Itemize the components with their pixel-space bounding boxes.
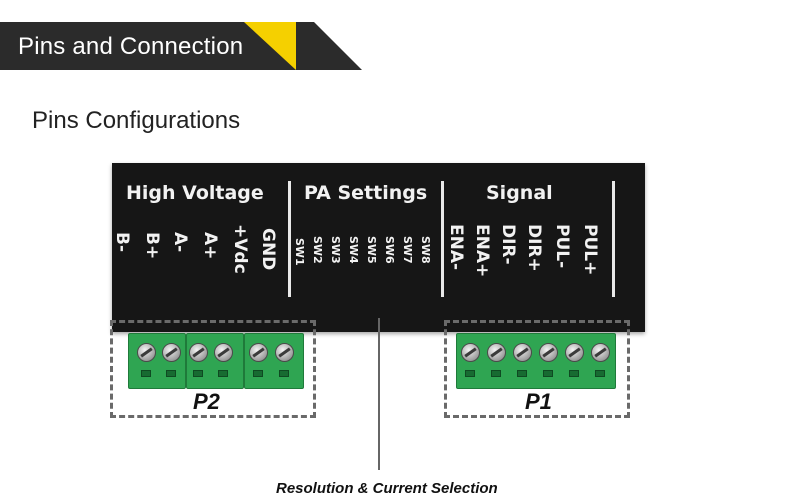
switch-label-sw2: SW2 xyxy=(311,236,324,264)
switch-label-sw7: SW7 xyxy=(401,236,414,264)
switch-label-sw8: SW8 xyxy=(419,236,432,264)
wire-slot xyxy=(569,370,579,377)
pin-label-b-plus: B+ xyxy=(142,232,162,260)
wire-slot xyxy=(543,370,553,377)
group-label-high-voltage: High Voltage xyxy=(126,182,264,204)
terminal-screw-icon xyxy=(214,343,233,362)
terminal-screw-icon xyxy=(162,343,181,362)
pin-label-vdc: +Vdc xyxy=(230,224,250,274)
terminal-screw-icon xyxy=(275,343,294,362)
pin-label-dir-plus: DIR+ xyxy=(524,224,544,272)
terminal-screw-icon xyxy=(539,343,558,362)
divider-2 xyxy=(441,181,444,297)
group-label-pa-settings: PA Settings xyxy=(304,182,428,204)
wire-slot xyxy=(517,370,527,377)
connector-p2-outline xyxy=(110,320,316,418)
terminal-screw-icon xyxy=(591,343,610,362)
dip-switch-caption: Resolution & Current Selection xyxy=(276,480,498,497)
wire-slot xyxy=(491,370,501,377)
wire-slot xyxy=(193,370,203,377)
driver-panel xyxy=(112,163,645,332)
divider-1 xyxy=(288,181,291,297)
wire-slot xyxy=(465,370,475,377)
pin-label-pul-minus: PUL- xyxy=(552,224,572,269)
section-title: Pins Configurations xyxy=(32,107,241,134)
banner-title: Pins and Connection xyxy=(18,33,244,60)
terminal-block-signal xyxy=(456,333,616,389)
pin-label-pul-plus: PUL+ xyxy=(580,224,600,276)
banner-shape xyxy=(0,22,362,70)
wire-slot xyxy=(218,370,228,377)
wire-slot xyxy=(595,370,605,377)
terminal-screw-icon xyxy=(461,343,480,362)
pin-label-dir-minus: DIR- xyxy=(498,224,518,265)
wire-slot xyxy=(279,370,289,377)
section-banner: Pins and Connection xyxy=(0,22,362,70)
pin-label-b-minus: B- xyxy=(112,232,132,253)
switch-label-sw1: SW1 xyxy=(293,238,306,266)
caption-leader-line xyxy=(378,318,380,470)
terminal-screw-icon xyxy=(513,343,532,362)
terminal-screw-icon xyxy=(249,343,268,362)
pin-label-gnd: GND xyxy=(258,228,278,271)
terminal-block-b xyxy=(128,333,186,389)
group-label-signal: Signal xyxy=(486,182,553,204)
connector-p1-outline xyxy=(444,320,630,418)
pin-label-ena-plus: ENA+ xyxy=(472,224,492,278)
switch-label-sw5: SW5 xyxy=(365,236,378,264)
wire-slot xyxy=(141,370,151,377)
switch-label-sw4: SW4 xyxy=(347,236,360,264)
divider-3 xyxy=(612,181,615,297)
pin-label-ena-minus: ENA- xyxy=(446,224,466,271)
terminal-screw-icon xyxy=(565,343,584,362)
wire-slot xyxy=(253,370,263,377)
terminal-screw-icon xyxy=(137,343,156,362)
wire-slot xyxy=(166,370,176,377)
switch-label-sw6: SW6 xyxy=(383,236,396,264)
terminal-screw-icon xyxy=(189,343,208,362)
switch-label-sw3: SW3 xyxy=(329,236,342,264)
terminal-screw-icon xyxy=(487,343,506,362)
pin-label-a-plus: A+ xyxy=(200,232,220,260)
connector-p2-label: P2 xyxy=(193,389,220,414)
pin-label-a-minus: A- xyxy=(170,232,190,253)
connector-p1-label: P1 xyxy=(525,389,552,414)
